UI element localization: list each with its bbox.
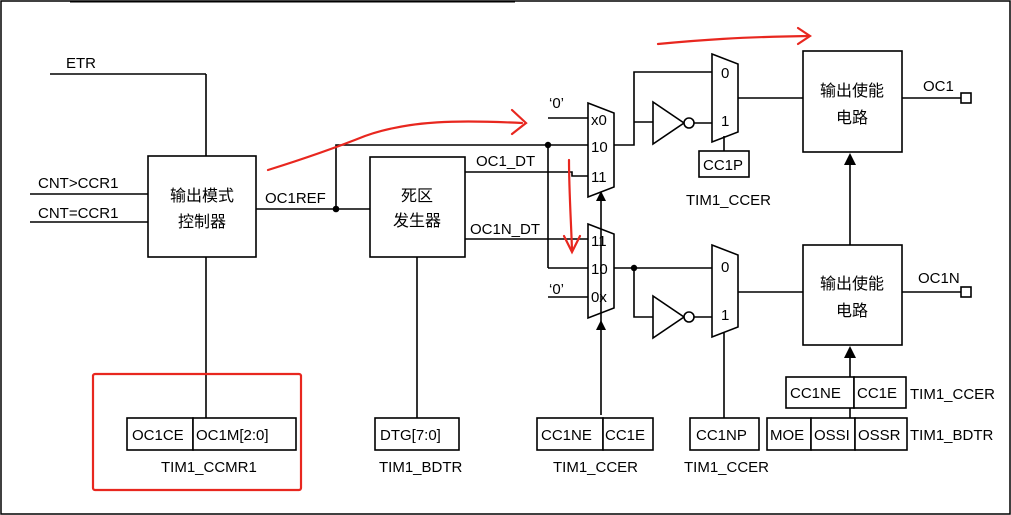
ccer-d-label: TIM1_CCER [910, 386, 995, 403]
moe-label: MOE [770, 427, 804, 444]
oc1m-label: OC1M[2:0] [196, 427, 269, 444]
top-polarity-selector [711, 52, 739, 144]
cnt-gt-label: CNT>CCR1 [38, 175, 118, 192]
output-enable-bottom-label-1: 输出使能 [820, 274, 884, 293]
oc1ce-register [126, 417, 194, 451]
output-enable-bottom-label-2: 电路 [836, 301, 868, 320]
cc1ne-b-label: CC1NE [790, 385, 841, 402]
cc1ne-a-register [536, 417, 604, 451]
oc1n-label: OC1N [918, 270, 960, 287]
ossi-register [810, 417, 856, 451]
mode-controller-label-1: 输出模式 [170, 186, 234, 205]
top-inverter [652, 100, 686, 146]
bottom-mux-in1: 10 [591, 261, 608, 278]
bottom-inverter-in-wire [633, 268, 653, 318]
top-inverter-bubble [683, 117, 695, 129]
red-arrow-down-head [562, 234, 582, 255]
cc1np-label: CC1NP [696, 427, 747, 444]
cc1e-b-label: CC1E [857, 385, 897, 402]
oc1-dt-label: OC1_DT [476, 153, 535, 170]
ossi-label: OSSI [814, 427, 850, 444]
red-arrow-oc1ref-head [510, 108, 528, 136]
dead-time-label-1: 死区 [401, 186, 433, 205]
oc1n-pin [960, 286, 972, 298]
bottom-selector-in1: 1 [721, 307, 729, 324]
oe-link-arrow [844, 153, 856, 165]
top-mux-in2: 11 [591, 169, 607, 186]
zero-top-label: ‘0’ [549, 95, 564, 112]
output-enable-top-block [802, 50, 903, 153]
ccer-a-label: TIM1_CCER [553, 459, 638, 476]
cc1np-register [689, 417, 760, 451]
cc1e-b-register [853, 376, 907, 409]
bottom-inverter [652, 294, 686, 340]
etr-label: ETR [66, 55, 96, 72]
mode-controller-block [147, 155, 257, 258]
top-mux [587, 101, 615, 199]
bottom-selector-in0: 0 [721, 259, 729, 276]
top-mux-in1: 10 [591, 139, 608, 156]
output-enable-top-label-2: 电路 [836, 108, 868, 127]
top-selector-in1: 1 [721, 113, 729, 130]
bottom-inverter-bubble [683, 311, 695, 323]
cc1e-a-register [602, 417, 654, 451]
red-arrow-down [567, 158, 574, 252]
oc1-label: OC1 [923, 78, 954, 95]
red-arrow-top [656, 34, 810, 46]
dtg-register [374, 417, 460, 451]
ossr-label: OSSR [858, 427, 901, 444]
dtg-label: DTG[7:0] [380, 427, 441, 444]
top-selector-in0: 0 [721, 65, 729, 82]
top-mux-in0: x0 [591, 112, 607, 129]
oc1ref-bypass-wire [335, 144, 588, 209]
cc1ne-enable-arrow [844, 346, 856, 358]
ccmr1-label: TIM1_CCMR1 [161, 459, 257, 476]
dead-time-label-2: 发生器 [393, 211, 441, 230]
oc1-dt-wire [465, 171, 588, 177]
cc1p-label: CC1P [703, 157, 743, 174]
dead-time-block [369, 156, 466, 258]
bottom-mux-in0: 11 [591, 233, 607, 250]
bdtr1-label: TIM1_BDTR [379, 459, 463, 476]
cc1ne-a-label: CC1NE [541, 427, 592, 444]
bottom-polarity-selector [711, 243, 739, 339]
top-mux-select-arrow [596, 191, 606, 201]
oc1m-register [192, 417, 297, 451]
bottom-mux-select-arrow [596, 320, 606, 330]
cc1p-register [698, 150, 750, 178]
zero-bottom-label: ‘0’ [549, 281, 564, 298]
oc1ce-label: OC1CE [132, 427, 184, 444]
cc1e-a-label: CC1E [605, 427, 645, 444]
oc1n-dt-label: OC1N_DT [470, 221, 540, 238]
oc1ref-cross-junction [544, 141, 552, 149]
ccmr1-highlight-box [91, 372, 303, 492]
cnt-eq-label: CNT=CCR1 [38, 205, 118, 222]
mode-controller-label-2: 控制器 [178, 212, 226, 231]
red-arrow-top-head [796, 26, 812, 46]
bottom-mux-in2: 0x [591, 289, 607, 306]
ossr-register [854, 417, 908, 451]
top-mux-direct-wire [614, 71, 712, 146]
output-enable-top-label-1: 输出使能 [820, 81, 884, 100]
output-enable-bottom-block [802, 244, 903, 346]
oc1-pin [960, 92, 972, 104]
bdtr2-label: TIM1_BDTR [910, 427, 994, 444]
ccer-b-label: TIM1_CCER [684, 459, 769, 476]
oc1ref-label: OC1REF [265, 190, 326, 207]
red-arrow-oc1ref [266, 120, 524, 172]
cc1ne-b-register [785, 376, 855, 409]
ccer-c-label: TIM1_CCER [686, 192, 771, 209]
